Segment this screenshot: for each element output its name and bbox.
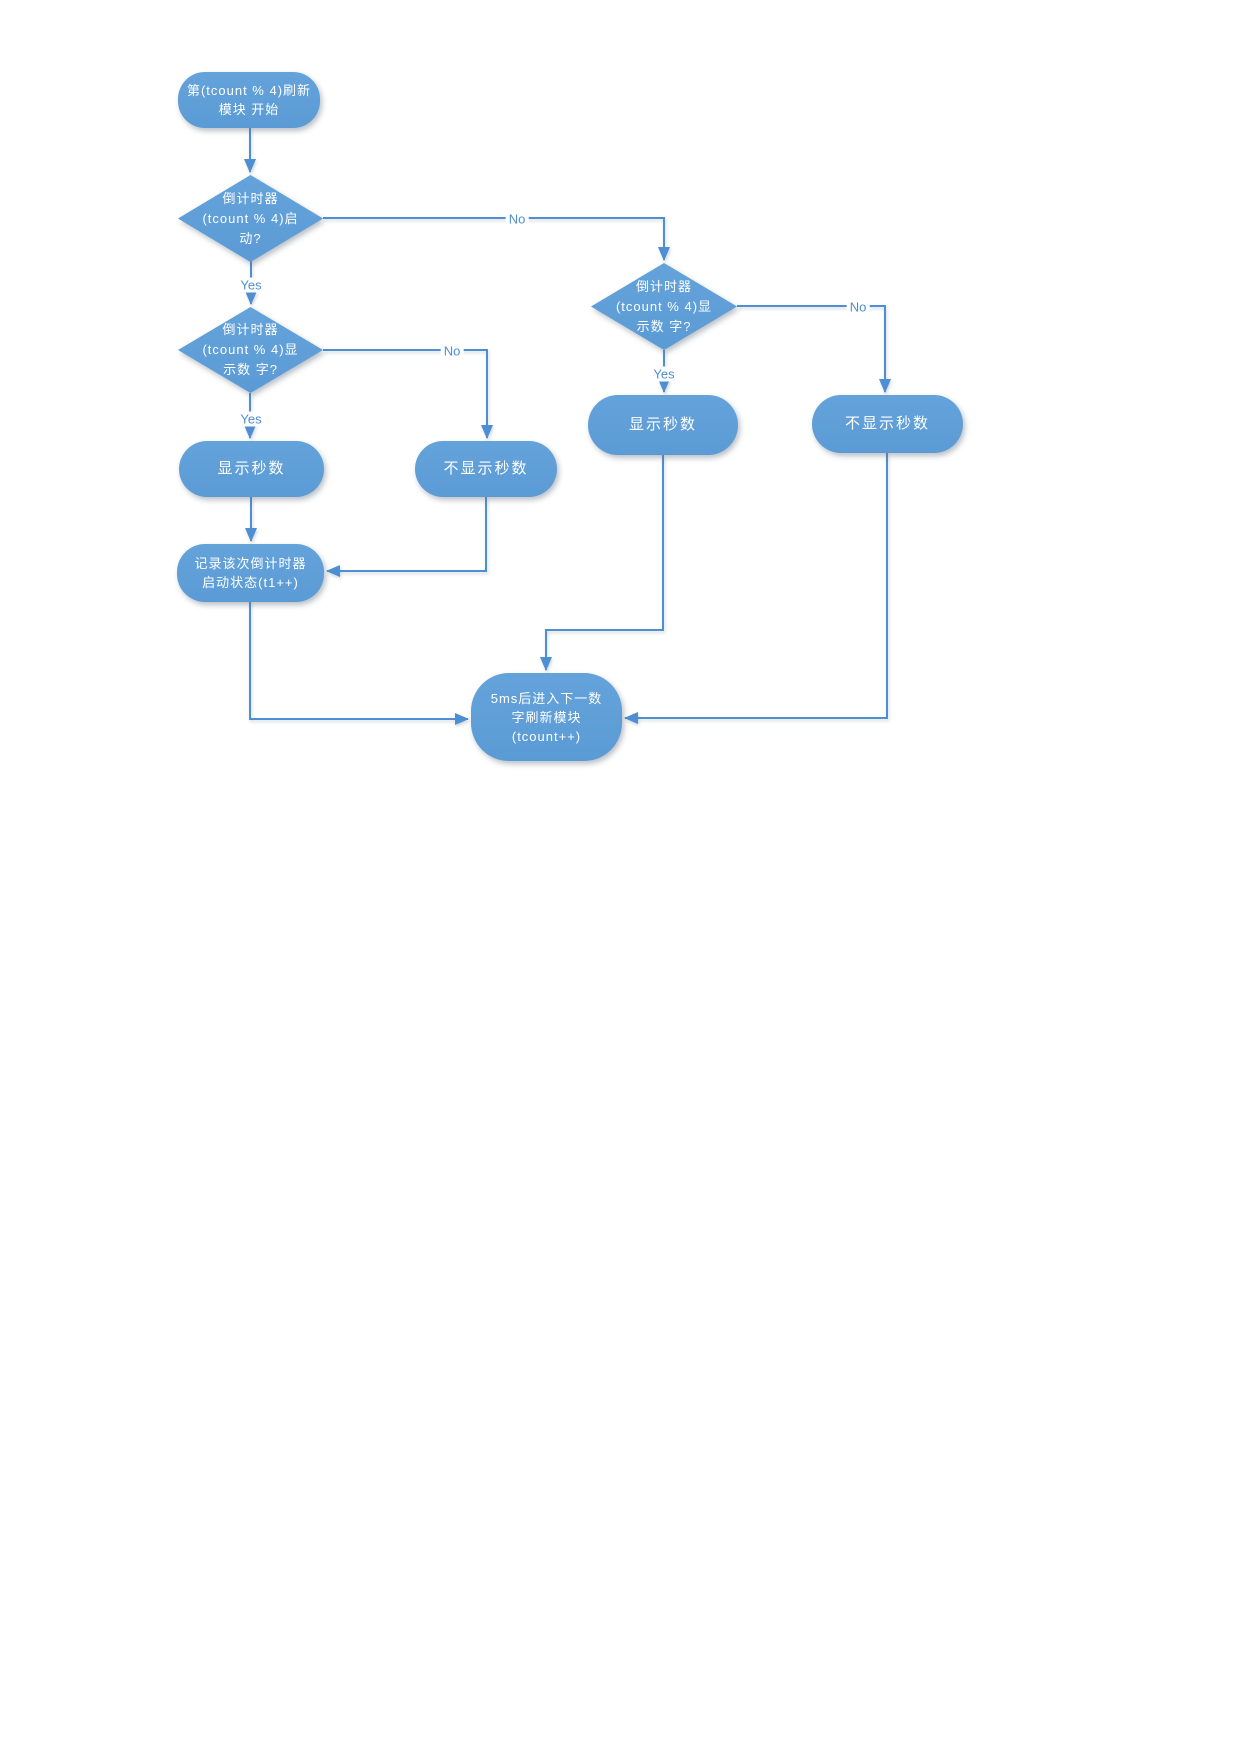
node-record-state: 记录该次倒计时器 启动状态(t1++) (177, 544, 324, 602)
node-show-seconds-right: 显示秒数 (588, 395, 738, 455)
label-line: 示数 字? (636, 318, 692, 334)
label-line: 示数 字? (223, 362, 278, 377)
node-show-seconds-left-label: 显示秒数 (217, 460, 286, 477)
node-hide-seconds-right-label: 不显示秒数 (844, 415, 930, 432)
label-line: (tcount % 4)显 (202, 342, 299, 357)
connector-decision3-no (737, 305, 891, 393)
node-hide-seconds-right: 不显示秒数 (812, 395, 963, 453)
node-next-module: 5ms后进入下一数 字刷新模块 (tcount++) (471, 673, 622, 761)
edge-label-yes-3: Yes (650, 366, 678, 382)
label-line: 动? (239, 230, 262, 246)
node-next-module-label: 5ms后进入下一数 字刷新模块 (tcount++) (471, 689, 622, 746)
label-line: 字刷新模块 (511, 709, 582, 725)
label-line: 5ms后进入下一数 (490, 690, 603, 706)
label-line: (tcount % 4)显 (615, 298, 713, 314)
edge-label-no-2: No (440, 343, 464, 359)
node-hide-seconds-left: 不显示秒数 (415, 441, 557, 497)
connector-hide-left-to-record (326, 497, 487, 577)
connector-decision2-no (323, 349, 493, 439)
edge-label-yes-2: Yes (237, 411, 265, 427)
label-line: 倒计时器 (635, 278, 692, 294)
connector-show-right-to-next (540, 455, 664, 671)
decision-display-digit-left: 倒计时器 (tcount % 4)显 示数 字? (178, 307, 323, 393)
edge-label-no-1: No (505, 211, 529, 227)
decision-timer-started: 倒计时器 (tcount % 4)启 动? (178, 175, 323, 262)
label-line: 模块 开始 (218, 102, 280, 117)
node-start: 第(tcount % 4)刷新 模块 开始 (178, 72, 320, 128)
label-line: 启动状态(t1++) (202, 575, 299, 590)
decision-display-digit-left-label: 倒计时器 (tcount % 4)显 示数 字? (178, 320, 323, 380)
node-start-label: 第(tcount % 4)刷新 模块 开始 (178, 81, 320, 119)
connector-decision1-no (323, 217, 670, 261)
decision-display-digit-right: 倒计时器 (tcount % 4)显 示数 字? (591, 263, 737, 350)
node-hide-seconds-left-label: 不显示秒数 (443, 460, 529, 477)
node-record-state-label: 记录该次倒计时器 启动状态(t1++) (177, 554, 324, 592)
label-line: 倒计时器 (222, 190, 279, 206)
label-line: 第(tcount % 4)刷新 (186, 83, 312, 98)
label-line: (tcount++) (511, 728, 582, 744)
connector-record-to-next (249, 602, 469, 725)
label-line: (tcount % 4)启 (202, 210, 299, 226)
label-line: 记录该次倒计时器 (194, 556, 307, 571)
edge-label-yes-1: Yes (237, 277, 265, 293)
decision-timer-started-label: 倒计时器 (tcount % 4)启 动? (178, 189, 323, 249)
decision-display-digit-right-label: 倒计时器 (tcount % 4)显 示数 字? (591, 277, 737, 337)
connector-hide-right-to-next (624, 453, 888, 724)
node-show-seconds-left: 显示秒数 (179, 441, 324, 497)
edge-label-no-3: No (846, 299, 870, 315)
node-show-seconds-right-label: 显示秒数 (628, 416, 697, 433)
label-line: 倒计时器 (222, 322, 279, 337)
